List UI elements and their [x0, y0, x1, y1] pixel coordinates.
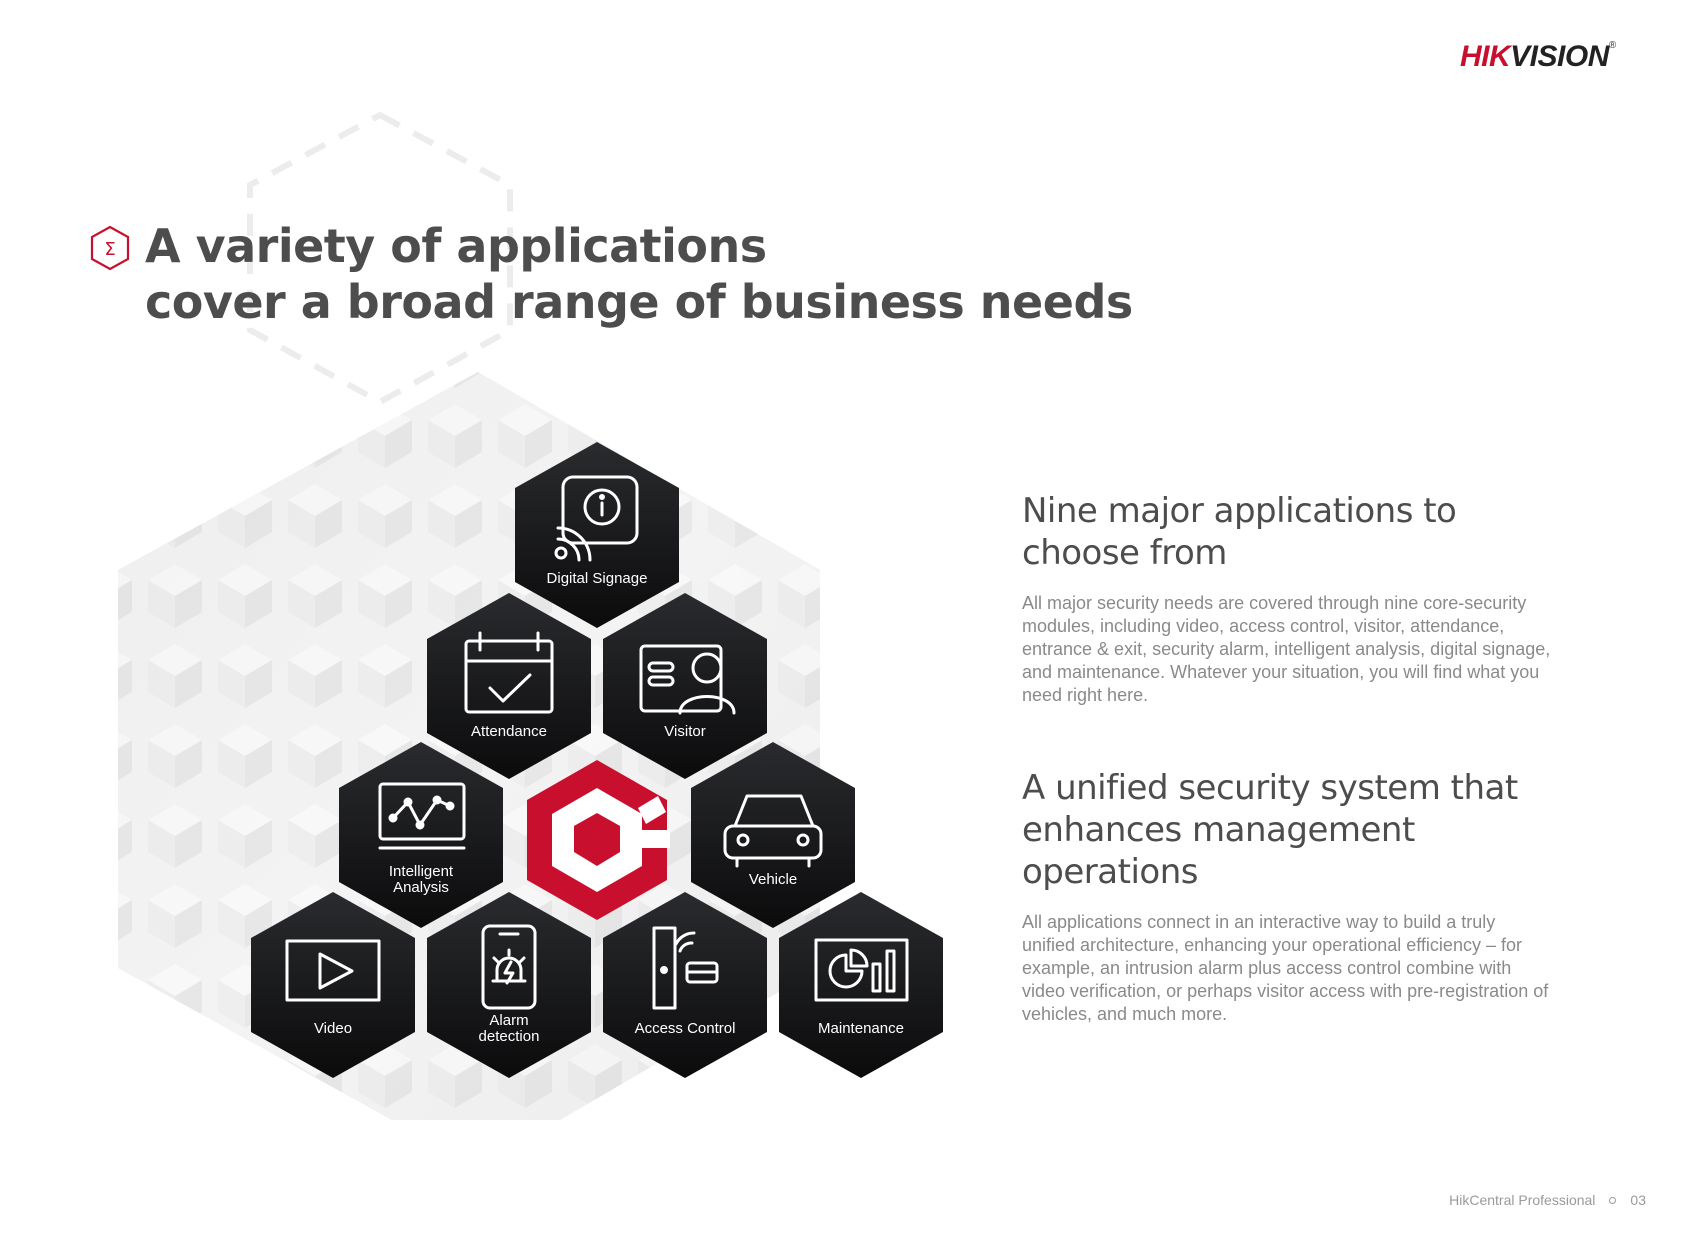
section-nine-applications: Nine major applications to choose from A… [1022, 490, 1582, 707]
app-hex-maintenance[interactable] [779, 892, 943, 1078]
page-number: 03 [1630, 1192, 1646, 1208]
alarm-detection-icon [481, 924, 537, 1010]
app-hex-intelligent-analysis[interactable] [339, 742, 503, 928]
page-footer: HikCentral Professional 03 [1449, 1192, 1646, 1208]
app-label-maintenance: Maintenance [818, 1020, 904, 1037]
app-hex-attendance[interactable] [427, 593, 591, 779]
app-label-vehicle: Vehicle [748, 871, 798, 888]
section-heading: A unified security system that enhances … [1022, 768, 1518, 892]
section-heading: Nine major applications to choose from [1022, 491, 1457, 573]
app-label-attendance: Attendance [471, 723, 547, 740]
app-label-video: Video [313, 1020, 353, 1037]
attendance-calendar-icon [464, 631, 554, 714]
app-label-access-control: Access Control [634, 1020, 736, 1037]
app-hex-visitor[interactable] [603, 593, 767, 779]
hikvision-logo: HIKVISION® [1460, 40, 1616, 73]
decorative-dashed-hexagon [247, 111, 513, 406]
app-hex-vehicle[interactable] [691, 742, 855, 928]
section-unified-system: A unified security system that enhances … [1022, 767, 1582, 1026]
sigma-hexagon-icon: Σ [90, 225, 130, 271]
hikcentral-logo-icon [527, 760, 670, 920]
applications-hex-cluster [118, 372, 943, 1120]
video-play-icon [285, 939, 381, 1002]
section-body: All applications connect in an interacti… [1022, 912, 1549, 1024]
access-control-door-icon [652, 926, 719, 1010]
svg-text:Σ: Σ [104, 239, 115, 260]
page-title: A variety of applications cover a broad … [145, 219, 1133, 329]
maintenance-dashboard-icon [814, 938, 909, 1002]
section-body: All major security needs are covered thr… [1022, 593, 1551, 705]
app-hex-digital-signage[interactable] [515, 442, 679, 628]
app-label-intelligent-analysis: Intelligent Analysis [388, 863, 454, 896]
app-label-digital-signage: Digital Signage [546, 570, 648, 587]
vehicle-car-icon [723, 794, 823, 868]
intelligent-analysis-icon [378, 782, 466, 850]
app-hex-video[interactable] [251, 892, 415, 1078]
app-hex-access-control[interactable] [603, 892, 767, 1078]
footer-separator-dot [1609, 1196, 1617, 1204]
digital-signage-icon [554, 475, 639, 562]
app-hex-alarm-detection[interactable] [427, 892, 591, 1078]
app-label-visitor: Visitor [664, 723, 706, 740]
app-label-alarm-detection: Alarm detection [478, 1012, 540, 1045]
footer-product-name: HikCentral Professional [1449, 1192, 1596, 1208]
visitor-id-icon [639, 644, 736, 715]
